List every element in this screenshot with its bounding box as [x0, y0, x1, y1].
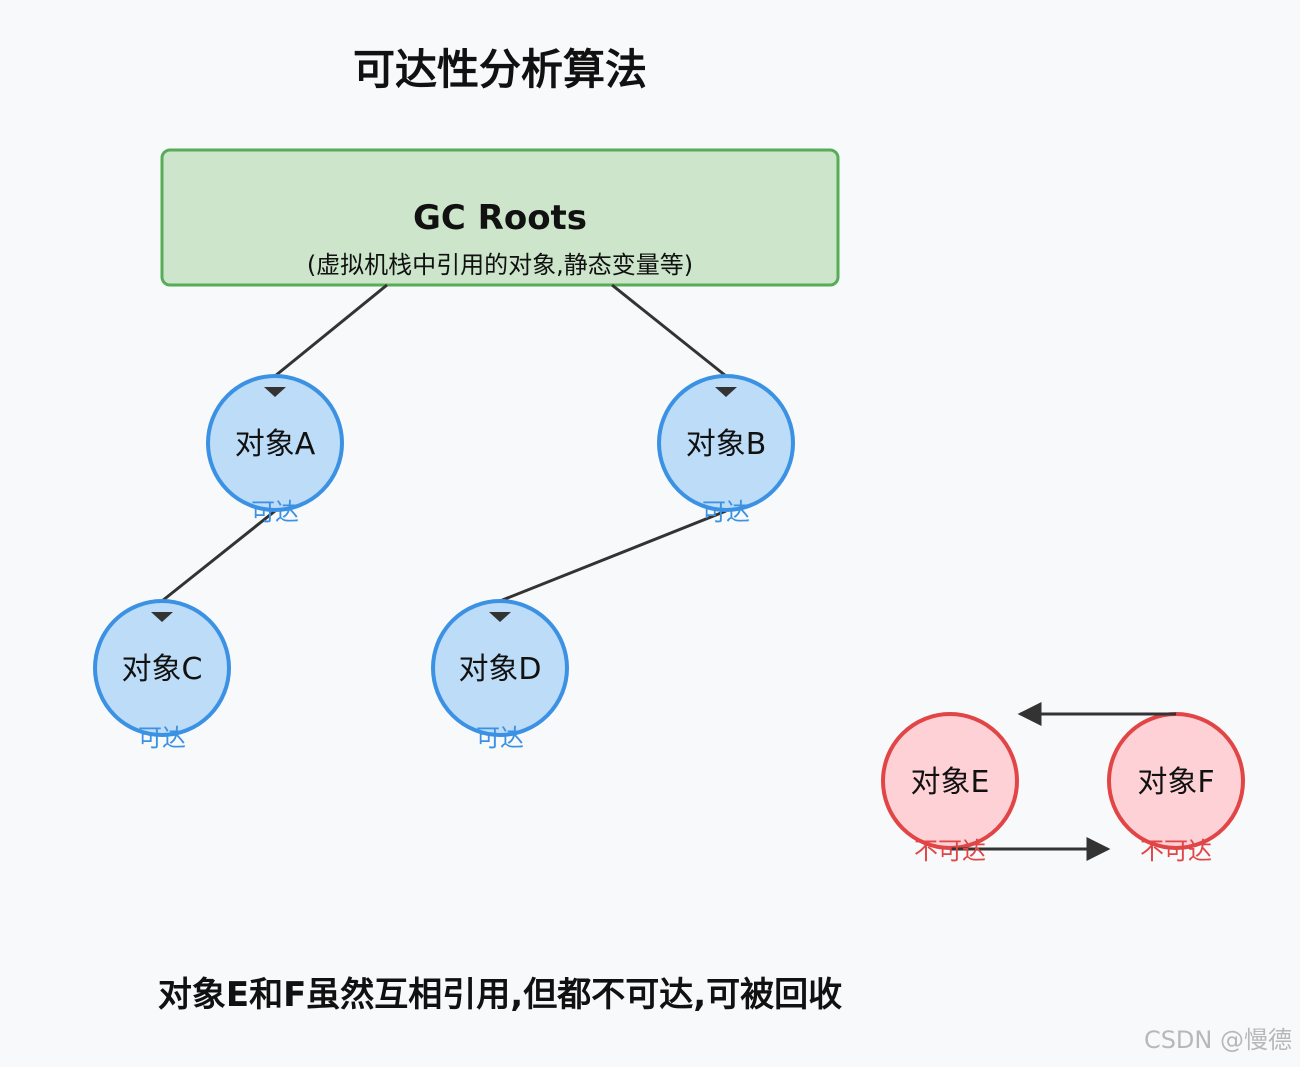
- diagram-title: 可达性分析算法: [353, 45, 647, 94]
- object-e-label: 对象E: [911, 765, 990, 800]
- watermark: CSDN @慢德: [1144, 1026, 1292, 1054]
- edge-roots-to-b: [611, 283, 727, 378]
- object-f-label: 对象F: [1137, 765, 1214, 800]
- object-a-status: 可达: [251, 498, 299, 526]
- object-d-circle: [431, 599, 569, 737]
- edge-b-to-d: [499, 509, 727, 603]
- gc-roots-node: GC Roots (虚拟机栈中引用的对象,静态变量等): [160, 148, 840, 287]
- object-b-label: 对象B: [686, 427, 767, 462]
- object-e-node: 对象E: [881, 712, 1019, 850]
- gc-roots-box: [160, 148, 840, 287]
- diagram-caption: 对象E和F虽然互相引用,但都不可达,可被回收: [158, 975, 842, 1015]
- arrow-down-icon: [264, 387, 286, 397]
- object-e-status: 不可达: [914, 837, 986, 865]
- object-a-label: 对象A: [235, 427, 316, 462]
- arrow-down-icon: [151, 612, 173, 622]
- arrow-down-icon: [489, 612, 511, 622]
- object-f-node: 对象F: [1107, 712, 1245, 850]
- edge-roots-to-a: [274, 283, 388, 378]
- object-a-circle: [206, 374, 344, 512]
- edges: [161, 283, 727, 603]
- gc-roots-title: GC Roots: [413, 198, 587, 238]
- object-d-label: 对象D: [458, 652, 541, 687]
- object-c-node: 对象C 可达: [93, 599, 231, 752]
- object-f-status: 不可达: [1140, 837, 1212, 865]
- object-c-label: 对象C: [122, 652, 203, 687]
- gc-roots-subtitle: (虚拟机栈中引用的对象,静态变量等): [307, 251, 693, 279]
- object-b-node: 对象B 可达: [657, 374, 795, 526]
- object-b-circle: [657, 374, 795, 512]
- object-d-node: 对象D 可达: [431, 599, 569, 752]
- object-a-node: 对象A 可达: [206, 374, 344, 526]
- object-d-status: 可达: [476, 724, 524, 752]
- object-c-circle: [93, 599, 231, 737]
- object-b-status: 可达: [702, 498, 750, 526]
- arrow-down-icon: [715, 387, 737, 397]
- object-c-status: 可达: [138, 724, 186, 752]
- edge-a-to-c: [161, 509, 276, 603]
